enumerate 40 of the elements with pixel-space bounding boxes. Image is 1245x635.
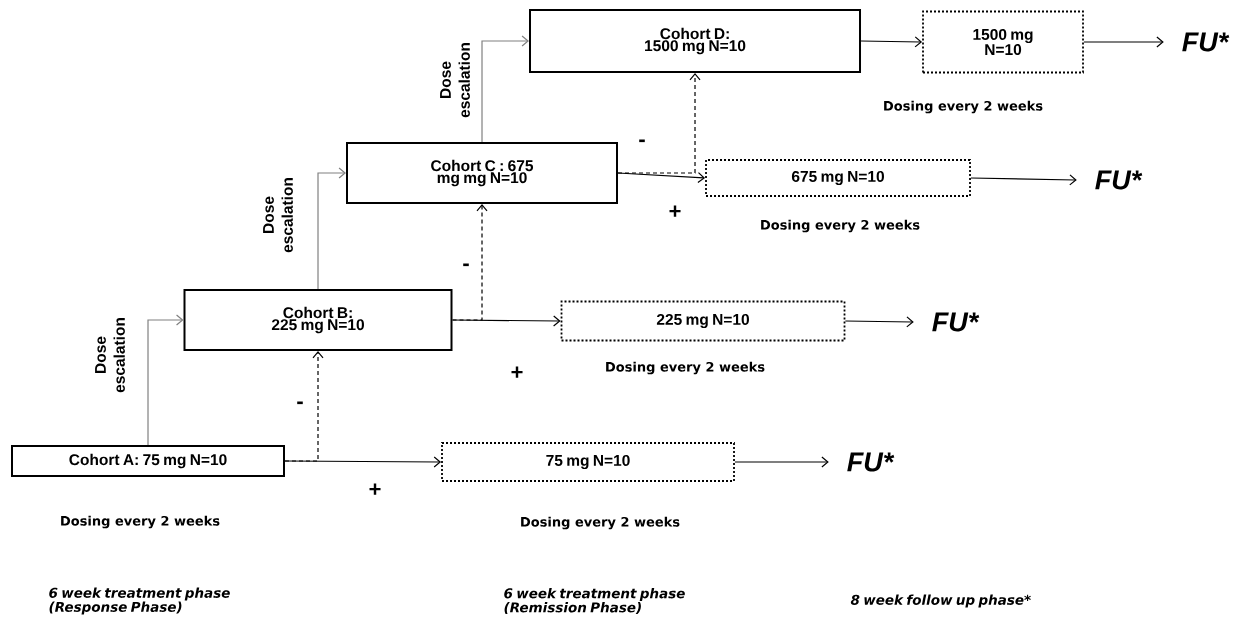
arrow [734, 456, 829, 468]
arrow [284, 351, 324, 462]
escalation-arrow [147, 314, 184, 446]
follow-up-label: FU* [932, 312, 980, 332]
edge-label: + [511, 366, 523, 378]
escalation-arrow [317, 167, 346, 290]
dosing-note: Dosing every 2 weeks [521, 516, 680, 530]
escalation-arrow [481, 35, 529, 143]
cohort-box: Cohort A: 75 mg N=10 [11, 445, 285, 477]
follow-up-label: FU* [847, 452, 895, 472]
dosing-note: Dosing every 2 weeks [606, 361, 765, 375]
dose-box: 75 mg N=10 [441, 442, 735, 482]
cohort-box: Cohort B: 225 mg N=10 [183, 289, 453, 351]
cohort-box: Cohort D: 1500 mg N=10 [529, 9, 861, 73]
edge-label: - [297, 401, 303, 405]
edge-label: - [463, 263, 469, 267]
cohort-box: Cohort C : 675 mg mg N=10 [346, 142, 618, 204]
edge-label: Dose escalation [440, 43, 470, 118]
dosing-note: Dosing every 2 weeks [61, 515, 220, 529]
edge-label: - [639, 139, 645, 143]
follow-up-label: FU* [1095, 170, 1143, 190]
dosing-note: Dosing every 2 weeks [884, 100, 1043, 114]
edge-label: + [669, 205, 681, 217]
arrow [970, 174, 1077, 186]
arrow [617, 73, 701, 174]
phase-label: 6 week treatment phase (Response Phase) [49, 587, 230, 615]
arrow [844, 316, 914, 328]
edge-label: Dose escalation [95, 318, 125, 393]
arrow [451, 204, 488, 321]
edge-label: Dose escalation [263, 178, 293, 253]
edge-label: + [369, 483, 381, 495]
arrow [860, 36, 923, 48]
arrow [1083, 36, 1164, 48]
dose-box: 1500 mg N=10 [922, 10, 1084, 74]
follow-up-label: FU* [1182, 32, 1230, 52]
phase-label: 8 week follow up phase* [850, 594, 1031, 608]
dose-box: 225 mg N=10 [560, 300, 846, 342]
dose-box: 675 mg N=10 [705, 159, 971, 197]
dosing-note: Dosing every 2 weeks [761, 219, 920, 233]
phase-label: 6 week treatment phase (Remission Phase) [504, 587, 685, 615]
